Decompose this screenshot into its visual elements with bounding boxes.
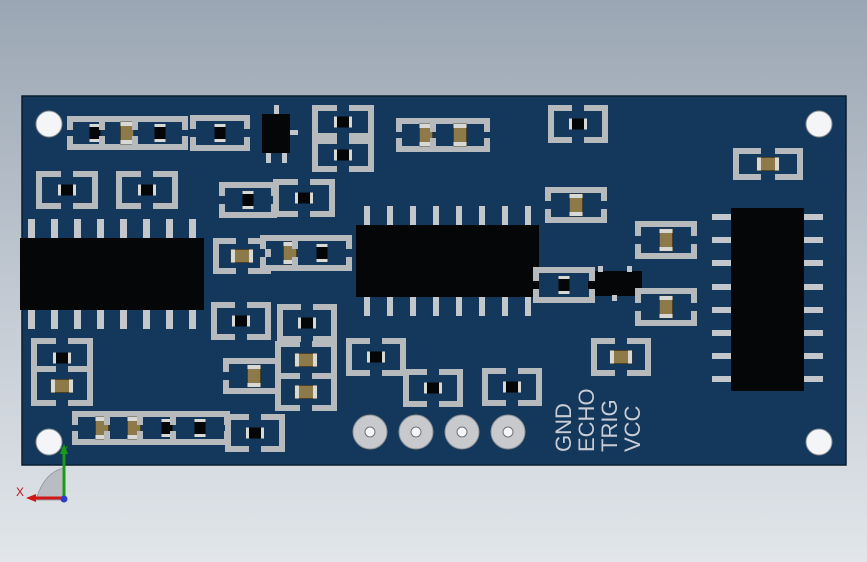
transistor-top[interactable] — [262, 105, 298, 163]
triad-plane — [35, 467, 65, 501]
smd-resistor[interactable] — [312, 138, 374, 172]
smd-resistor[interactable] — [273, 179, 335, 217]
pcb-board[interactable]: GND ECHO TRIG VCC — [20, 95, 847, 466]
smd-capacitor[interactable] — [31, 366, 93, 406]
ic-right[interactable] — [712, 208, 823, 391]
smd-capacitor[interactable] — [430, 118, 490, 152]
smd-capacitor[interactable] — [635, 288, 697, 326]
y-axis-label: Y — [60, 444, 68, 458]
z-axis-dot — [60, 495, 68, 503]
pin-label-echo: ECHO — [574, 388, 599, 452]
ic-left[interactable] — [20, 219, 204, 329]
smd-capacitor[interactable] — [545, 187, 607, 223]
smd-resistor[interactable] — [482, 368, 542, 406]
smd-resistor[interactable] — [170, 411, 230, 445]
mounting-holes — [35, 110, 833, 456]
smd-resistor[interactable] — [225, 414, 285, 452]
pin-header[interactable] — [352, 414, 526, 450]
mounting-hole — [805, 428, 833, 456]
smd-resistor[interactable] — [346, 338, 406, 376]
x-axis-label: X — [16, 485, 24, 499]
pin-label-gnd: GND — [551, 403, 576, 452]
transistor-right[interactable] — [588, 266, 642, 301]
smd-capacitor[interactable] — [275, 373, 337, 411]
x-axis-arrow — [26, 494, 36, 502]
smd-components[interactable] — [31, 105, 803, 452]
ic-middle[interactable] — [356, 206, 539, 316]
pin-label-trig: TRIG — [597, 399, 622, 452]
smd-resistor[interactable] — [548, 105, 608, 143]
y-axis-arrow — [60, 444, 68, 454]
smd-resistor[interactable] — [533, 267, 595, 303]
ic-body — [20, 238, 204, 310]
smd-resistor[interactable] — [36, 171, 98, 209]
coordinate-triad: X Y — [16, 444, 68, 503]
ic-body — [731, 208, 804, 391]
pin-labels: GND ECHO TRIG VCC — [551, 388, 645, 452]
smd-capacitor[interactable] — [275, 341, 337, 379]
ic-body — [356, 225, 539, 297]
smd-resistor[interactable] — [211, 302, 271, 340]
smd-resistor[interactable] — [219, 182, 277, 218]
smd-capacitor[interactable] — [635, 221, 697, 259]
mounting-hole — [35, 110, 63, 138]
pin-label-vcc: VCC — [620, 405, 645, 452]
smd-resistor[interactable] — [403, 369, 463, 407]
smd-capacitor[interactable] — [223, 358, 285, 394]
smd-resistor[interactable] — [132, 116, 188, 150]
smd-resistor[interactable] — [312, 105, 374, 139]
mounting-hole — [805, 110, 833, 138]
smd-capacitor[interactable] — [733, 148, 803, 180]
smd-resistor[interactable] — [277, 304, 337, 342]
smd-capacitor[interactable] — [591, 338, 651, 376]
smd-resistor[interactable] — [292, 235, 352, 271]
smd-resistor[interactable] — [190, 115, 250, 151]
smd-resistor[interactable] — [116, 171, 178, 209]
mounting-hole — [35, 428, 63, 456]
